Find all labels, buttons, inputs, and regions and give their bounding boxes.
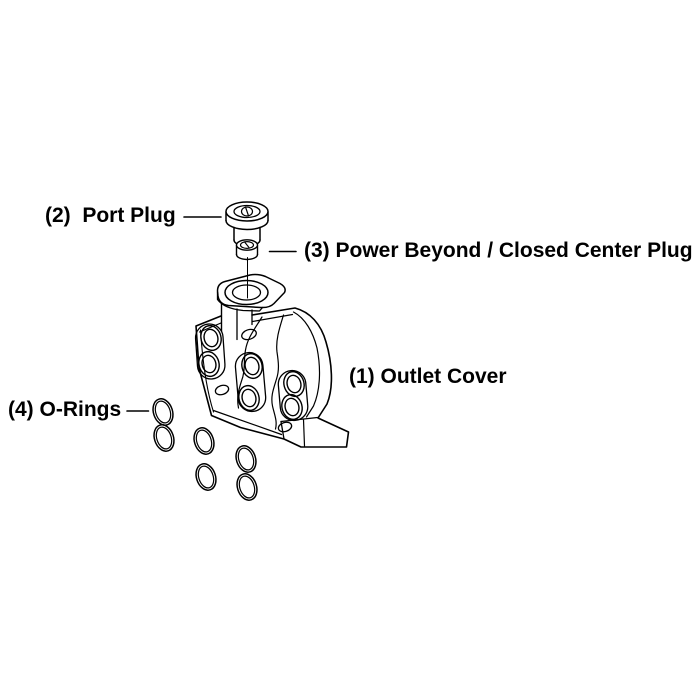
outlet-cover-drawing <box>194 257 350 448</box>
label-o-rings: (4) O-Rings <box>8 398 122 421</box>
o-ring <box>236 473 258 501</box>
o-ring <box>195 463 217 491</box>
bolt-holes <box>214 328 293 433</box>
o-ring <box>153 424 175 452</box>
o-ring <box>235 445 257 473</box>
leader-lines <box>126 216 297 412</box>
o-rings-drawing <box>152 398 258 501</box>
label-outlet-cover: (1) Outlet Cover <box>349 365 507 388</box>
port-seats <box>198 324 305 421</box>
label-power-beyond-plug: (3) Power Beyond / Closed Center Plug <box>304 239 693 262</box>
o-ring <box>152 398 174 426</box>
port-plug-drawing <box>225 201 269 247</box>
label-port-plug: (2) Port Plug <box>45 204 176 227</box>
top-port-boss <box>216 273 286 312</box>
o-ring <box>193 427 215 455</box>
power-beyond-plug-drawing <box>235 239 259 261</box>
